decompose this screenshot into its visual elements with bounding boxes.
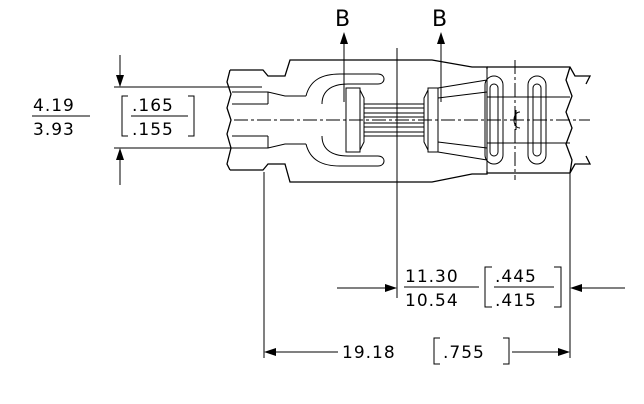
partial-length-inch-max: .445 bbox=[495, 267, 537, 287]
partial-length-dimension: 11.30 10.54 .445 .415 bbox=[337, 266, 625, 311]
section-cut-right: B bbox=[432, 7, 447, 102]
extension-lines bbox=[263, 48, 571, 358]
partial-inch-bracket-right bbox=[554, 266, 562, 308]
height-metric-min: 3.93 bbox=[33, 120, 75, 140]
partial-length-metric-min: 10.54 bbox=[405, 291, 459, 311]
center-lines bbox=[234, 60, 590, 180]
height-metric-max: 4.19 bbox=[33, 96, 75, 116]
height-inch-min: .155 bbox=[132, 120, 174, 140]
partial-length-inch-min: .415 bbox=[495, 291, 537, 311]
height-inch-bracket-left bbox=[121, 95, 128, 137]
overall-length-metric: 19.18 bbox=[342, 343, 396, 363]
overall-inch-bracket-right bbox=[503, 337, 510, 365]
overall-length-inch: .755 bbox=[443, 343, 485, 363]
overall-inch-bracket-left bbox=[433, 337, 440, 365]
partial-length-metric-max: 11.30 bbox=[405, 267, 459, 287]
height-inch-bracket-right bbox=[188, 95, 195, 137]
section-cut-left: B bbox=[335, 7, 350, 102]
overall-length-dimension: 19.18 .755 bbox=[264, 337, 570, 365]
height-dimension: 4.19 3.93 .165 .155 bbox=[32, 55, 262, 185]
section-mark-right: B bbox=[432, 7, 447, 32]
height-inch-max: .165 bbox=[132, 96, 174, 116]
section-mark-left: B bbox=[335, 7, 350, 32]
part-outline bbox=[226, 59, 592, 183]
partial-inch-bracket-left bbox=[484, 266, 492, 308]
